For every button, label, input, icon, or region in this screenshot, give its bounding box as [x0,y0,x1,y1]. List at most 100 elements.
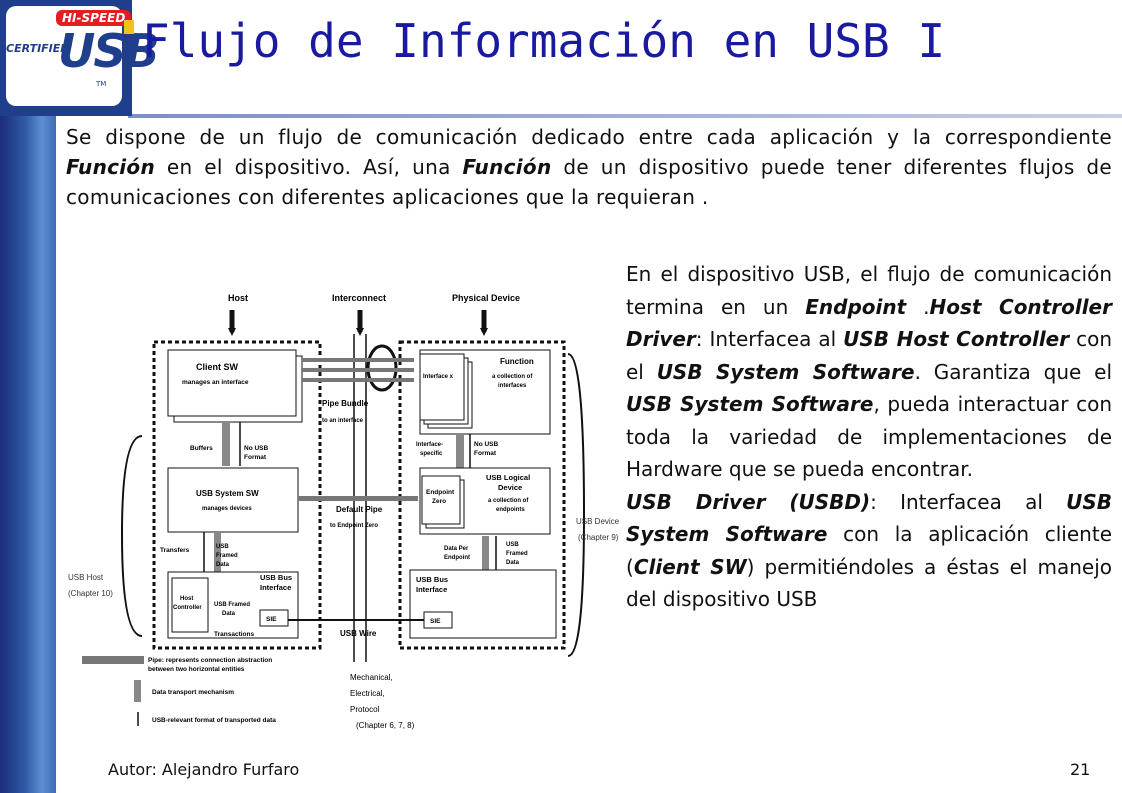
label-interface-specific-1: Interface- [416,442,443,448]
label-data-per-2: Endpoint [444,555,470,561]
side-text-c2: con la aplicación cliente ( [626,522,1112,579]
label-format-device: Format [474,450,497,457]
host-controller-box [171,577,209,633]
side-bold-usb-system-software-2: USB System Software [626,392,874,416]
side-bold-usbd: USB Driver (USBD) [626,489,871,514]
arrow-client-system-gray [222,422,230,466]
label-legend-data: Data transport mechanism [152,689,234,696]
label-sie-device: SIE [430,618,441,625]
label-chapter-10: (Chapter 10) [68,589,113,598]
intro-text-2: en el dispositivo. Así, una [155,155,463,179]
label-collection-of-1: a collection of [492,374,533,380]
arrow-function-logical-gray [456,434,464,468]
legend-data-swatch [134,680,141,702]
label-usb-framed-data-host-b: Data [222,611,236,617]
label-sie-host: SIE [266,616,277,623]
host-region [152,340,322,650]
label-host-controller-1: Host [180,596,193,602]
label-no-usb-host: No USB [244,445,269,452]
label-format-host: Format [244,454,267,461]
side-text-c1: : Interfacea al [870,489,1067,514]
label-collection-endpoints-1: a collection of [488,498,529,504]
label-no-usb-device: No USB [474,441,499,448]
label-usb-bus-host: USB Bus [260,573,292,582]
label-pipe-bundle: Pipe Bundle [322,399,369,408]
label-function: Function [500,357,534,366]
label-interface-host: Interface [260,583,291,592]
endpoint-zero-box [421,475,461,525]
side-bold-usb-system-software-3: USB System Software [626,489,1113,547]
page-title: Flujo de Información en USB I [142,14,946,68]
header-rule [128,114,1122,118]
intro-text-3: de un dispositivo puede tener diferentes… [66,155,1112,209]
label-usb-device: USB Device [576,517,620,526]
label-usb-logical: USB Logical [486,473,530,482]
side-bold-hcd: Host Controller Driver [626,294,1112,352]
label-buffers: Buffers [190,445,213,452]
arrow-system-bus-gray [214,532,221,572]
label-endpoint: Endpoint [426,489,455,496]
label-manages-interface: manages an interface [182,379,249,386]
legend-pipe-swatch [82,656,144,664]
label-host: Host [228,293,248,303]
left-decorative-bar [0,112,56,793]
label-transfers: Transfers [160,547,190,554]
label-usb-host: USB Host [68,573,104,582]
intro-text-1: Se dispone de un flujo de comunicación d… [66,125,1112,149]
label-legend-pipe-2: between two horizontal entities [148,666,245,673]
label-usb-framed-host-1: USB [216,544,229,550]
sie-box-host [259,609,289,627]
label-usb-framed-device-3: Data [506,560,520,566]
label-default-pipe: Default Pipe [336,505,383,514]
label-transactions: Transactions [214,631,254,638]
label-interface-specific-2: specific [420,451,443,457]
label-data-per-1: Data Per [444,546,469,552]
pipe-bundle-bar-1 [302,358,414,362]
label-chapter-9: (Chapter 9) [578,533,619,542]
label-mechanical: Mechanical, [350,673,393,682]
default-pipe-bar [298,496,418,501]
label-usb-system-sw: USB System SW [196,489,259,498]
side-bold-usb-system-software-1: USB System Software [656,359,915,384]
label-legend-pipe-1: Pipe: represents connection abstraction [148,657,272,664]
label-interface-device: Interface [416,585,447,594]
label-client-sw: Client SW [196,362,239,372]
pipe-bundle-bar-2 [302,368,414,372]
label-physical-device: Physical Device [452,293,520,303]
label-usb-framed-host-2: Framed [216,553,238,559]
label-device: Device [498,483,522,492]
usb-data-flow-diagram: Host Interconnect Physical Device Client… [68,293,620,730]
host-brace [120,435,143,637]
label-usb-framed-device-1: USB [506,542,519,548]
label-usb-framed-device-2: Framed [506,551,528,557]
side-text-a5: . Garantiza que el [914,359,1112,384]
label-usb-wire: USB Wire [340,629,377,638]
label-chapters: (Chapter 6, 7, 8) [356,721,415,730]
logo-usb: USB [58,24,160,78]
intro-bold-funcion-1: Función [66,155,156,179]
side-text-c3: ) permitiéndoles a éstas el manejo del d… [626,554,1112,612]
label-legend-format: USB-relevant format of transported data [152,717,276,724]
intro-bold-funcion-2: Función [462,155,552,179]
side-paragraph-2: USB Driver (USBD): Interfacea al USB Sys… [626,486,1112,616]
label-zero: Zero [432,498,446,505]
label-to-an-interface: to an interface [322,418,364,424]
side-bold-endpoint: Endpoint [805,294,907,319]
side-bold-client-sw: Client SW [633,554,747,579]
label-to-endpoint-zero: to Endpoint Zero [330,523,378,529]
device-region [398,340,566,650]
logo-hi-speed: HI-SPEED [56,10,132,26]
side-paragraph-1: En el dispositivo USB, el flujo de comun… [626,258,1112,486]
logo-accent [124,20,134,34]
side-text-a1: En el dispositivo USB, el flujo de comun… [626,262,1112,319]
label-usb-framed-data-host-a: USB Framed [214,602,250,608]
device-brace [567,353,586,657]
usb-system-sw-box [167,467,299,533]
interface-x-box [419,353,465,421]
label-interfaces: interfaces [498,383,527,389]
client-sw-box [167,349,297,417]
side-text-a6: , pueda interactuar con toda la variedad… [626,392,1112,481]
arrow-logical-bus-gray [482,536,489,570]
label-host-controller-2: Controller [173,605,202,611]
logo-certified: CERTIFIED [6,42,70,55]
